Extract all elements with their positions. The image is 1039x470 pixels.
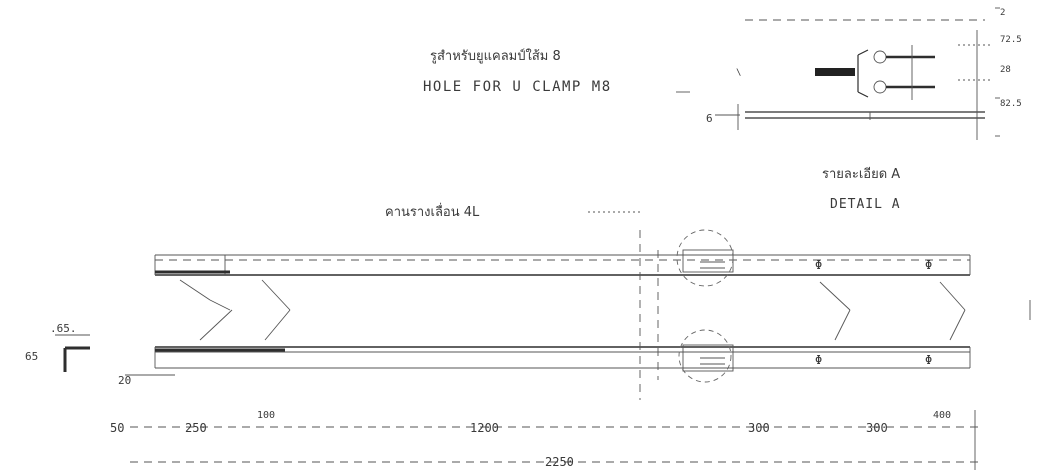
clamp-box-upper xyxy=(682,249,734,273)
dim-300-a: 300 xyxy=(748,421,770,435)
phi-mark-1: Φ xyxy=(815,258,822,272)
dim-250: 250 xyxy=(185,421,207,435)
detail-dim-r2: 28 xyxy=(1000,65,1011,75)
clamp-box-lower xyxy=(682,344,734,372)
detail-tick-mark: \ xyxy=(736,68,741,78)
detail-a-view: 2 72.5 28 82.5 6 \ xyxy=(706,7,1022,140)
dim-400: 400 xyxy=(933,410,951,421)
dim-100: 100 xyxy=(257,410,275,421)
hole-label-en: HOLE FOR U CLAMP M8 xyxy=(423,79,612,95)
section-label-thai: คานรางเลื่อน 4L xyxy=(385,203,480,220)
detail-label-thai: รายละเอียด A xyxy=(822,166,900,182)
phi-mark-3: Φ xyxy=(815,353,822,367)
detail-dim-r1: 72.5 xyxy=(1000,35,1022,45)
dim-total: 2250 xyxy=(545,455,574,469)
left-dim-a: .65. xyxy=(50,322,77,335)
bracing xyxy=(179,230,1031,400)
phi-mark-4: Φ xyxy=(925,353,932,367)
dim-1200: 1200 xyxy=(470,421,499,435)
dim-300-b: 300 xyxy=(866,421,888,435)
detail-label-en: DETAIL A xyxy=(830,197,901,212)
detail-dim-left: 6 xyxy=(706,112,713,125)
rail-upper: Φ Φ xyxy=(154,249,971,276)
hole-label-thai: รูสำหรับยูแคลมป์ใส้ม 8 xyxy=(430,48,561,64)
left-profile: .65. 65 20 xyxy=(25,322,175,387)
dimension-row-2: 2250 xyxy=(130,455,980,469)
clamp-block xyxy=(815,68,855,76)
detail-dim-r3: 82.5 xyxy=(1000,99,1022,109)
detail-dim-top: 2 xyxy=(1000,8,1005,18)
detail-circle-lower xyxy=(678,329,732,383)
phi-mark-2: Φ xyxy=(925,258,932,272)
left-dim-c: 20 xyxy=(118,374,131,387)
rail-lower: Φ Φ xyxy=(154,344,971,372)
left-dim-b: 65 xyxy=(25,350,38,363)
dim-50: 50 xyxy=(110,421,124,435)
dimension-row-1: 50 250 100 1200 300 300 400 xyxy=(110,410,980,470)
detail-circle-upper xyxy=(676,229,734,287)
